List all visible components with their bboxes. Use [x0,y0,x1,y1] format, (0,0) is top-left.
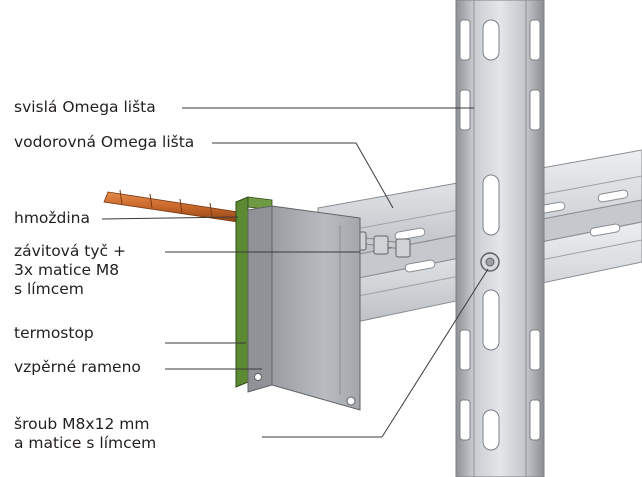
label-dowel: hmoždina [14,209,91,227]
bracket [247,205,361,411]
label-vertical-omega-rail: svislá Omega lišta [14,98,156,116]
leader-lines [101,107,489,438]
label-bolt: šroub M8x12 mm a matice s límcem [14,415,157,452]
label-threaded-rod: závitová tyč + 3x matice M8 s límcem [14,242,126,298]
vertical-omega-rail [455,0,545,477]
label-termostop: termostop [14,324,94,342]
label-bracket: vzpěrné rameno [14,358,141,376]
label-horizontal-omega-rail: vodorovná Omega lišta [14,133,195,151]
